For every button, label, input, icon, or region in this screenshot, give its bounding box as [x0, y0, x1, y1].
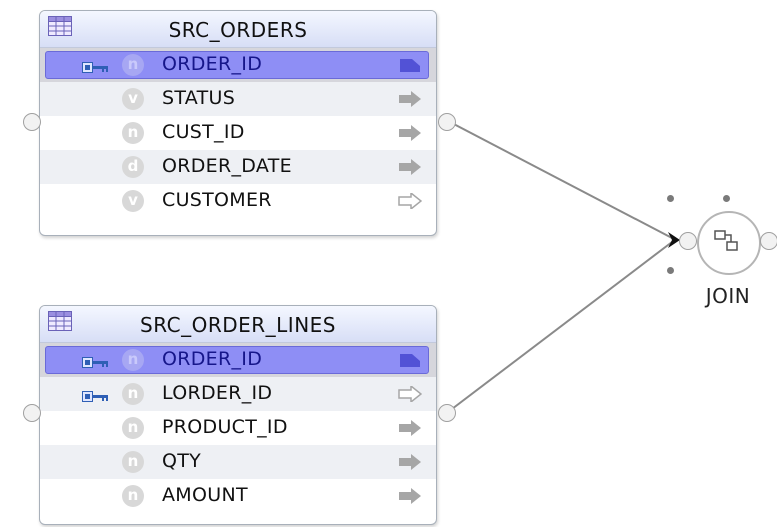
table-icon [48, 16, 72, 36]
mapping-arrow-icon[interactable] [398, 57, 422, 73]
mapping-arrow-icon[interactable] [398, 159, 422, 175]
output-port-src-order-lines[interactable] [438, 404, 456, 422]
attribute-name: ORDER_ID [162, 348, 263, 370]
datatype-icon: d [122, 156, 144, 178]
join-output-port[interactable] [760, 232, 777, 250]
connector-src-order-lines-to-join [447, 241, 673, 413]
mapping-arrow-icon[interactable] [398, 384, 423, 404]
connector-src-orders-to-join [447, 120, 673, 239]
attribute-name: STATUS [162, 87, 236, 109]
attribute-row[interactable]: n ORDER_ID [40, 48, 436, 82]
input-port-src-order-lines[interactable] [23, 404, 41, 422]
datatype-icon: n [122, 383, 144, 405]
datatype-icon: n [122, 54, 144, 76]
join-input-port[interactable] [679, 232, 697, 250]
attribute-row[interactable]: n LORDER_ID [40, 377, 436, 411]
join-input-arrowhead [668, 232, 680, 248]
join-handle-dot[interactable] [667, 267, 674, 274]
join-node[interactable] [697, 211, 761, 275]
attribute-name: CUST_ID [162, 121, 245, 143]
attribute-name: ORDER_ID [162, 53, 263, 75]
primary-key-icon [82, 354, 110, 368]
mapping-arrow-icon[interactable] [398, 125, 422, 141]
attribute-name: PRODUCT_ID [162, 416, 288, 438]
mapping-arrow-icon[interactable] [398, 91, 422, 107]
attribute-row[interactable]: d ORDER_DATE [40, 150, 436, 184]
join-icon [714, 230, 738, 251]
primary-key-icon [82, 59, 110, 73]
mapping-arrow-icon[interactable] [398, 191, 423, 211]
join-handle-dot[interactable] [667, 195, 674, 202]
attribute-row[interactable]: n PRODUCT_ID [40, 411, 436, 445]
datastore-title: SRC_ORDER_LINES [140, 313, 336, 337]
datastore-header[interactable]: SRC_ORDER_LINES [40, 306, 436, 343]
attribute-name: AMOUNT [162, 484, 248, 506]
mapping-arrow-icon[interactable] [398, 488, 422, 504]
table-icon [48, 311, 72, 331]
datastore-title: SRC_ORDERS [168, 18, 308, 42]
datatype-icon: n [122, 451, 144, 473]
selection-highlight [45, 51, 429, 79]
attribute-name: CUSTOMER [162, 189, 272, 211]
attribute-name: ORDER_DATE [162, 155, 292, 177]
join-label: JOIN [705, 284, 751, 308]
attribute-row[interactable]: v CUSTOMER [40, 184, 436, 218]
primary-key-icon [82, 388, 110, 402]
attribute-row[interactable]: n ORDER_ID [40, 343, 436, 377]
datatype-icon: n [122, 349, 144, 371]
mapping-arrow-icon[interactable] [398, 454, 422, 470]
datastore-header[interactable]: SRC_ORDERS [40, 11, 436, 48]
selection-highlight [45, 346, 429, 374]
datatype-icon: v [122, 88, 144, 110]
attribute-name: LORDER_ID [162, 382, 273, 404]
input-port-src-orders[interactable] [23, 113, 41, 131]
attribute-row[interactable]: v STATUS [40, 82, 436, 116]
attribute-row[interactable]: n QTY [40, 445, 436, 479]
datatype-icon: n [122, 485, 144, 507]
mapping-arrow-icon[interactable] [398, 420, 422, 436]
attribute-row[interactable]: n AMOUNT [40, 479, 436, 513]
datatype-icon: v [122, 190, 144, 212]
mapping-arrow-icon[interactable] [398, 352, 422, 368]
join-handle-dot[interactable] [723, 195, 730, 202]
attribute-name: QTY [162, 450, 202, 472]
attribute-row[interactable]: n CUST_ID [40, 116, 436, 150]
output-port-src-orders[interactable] [438, 113, 456, 131]
datatype-icon: n [122, 122, 144, 144]
datatype-icon: n [122, 417, 144, 439]
